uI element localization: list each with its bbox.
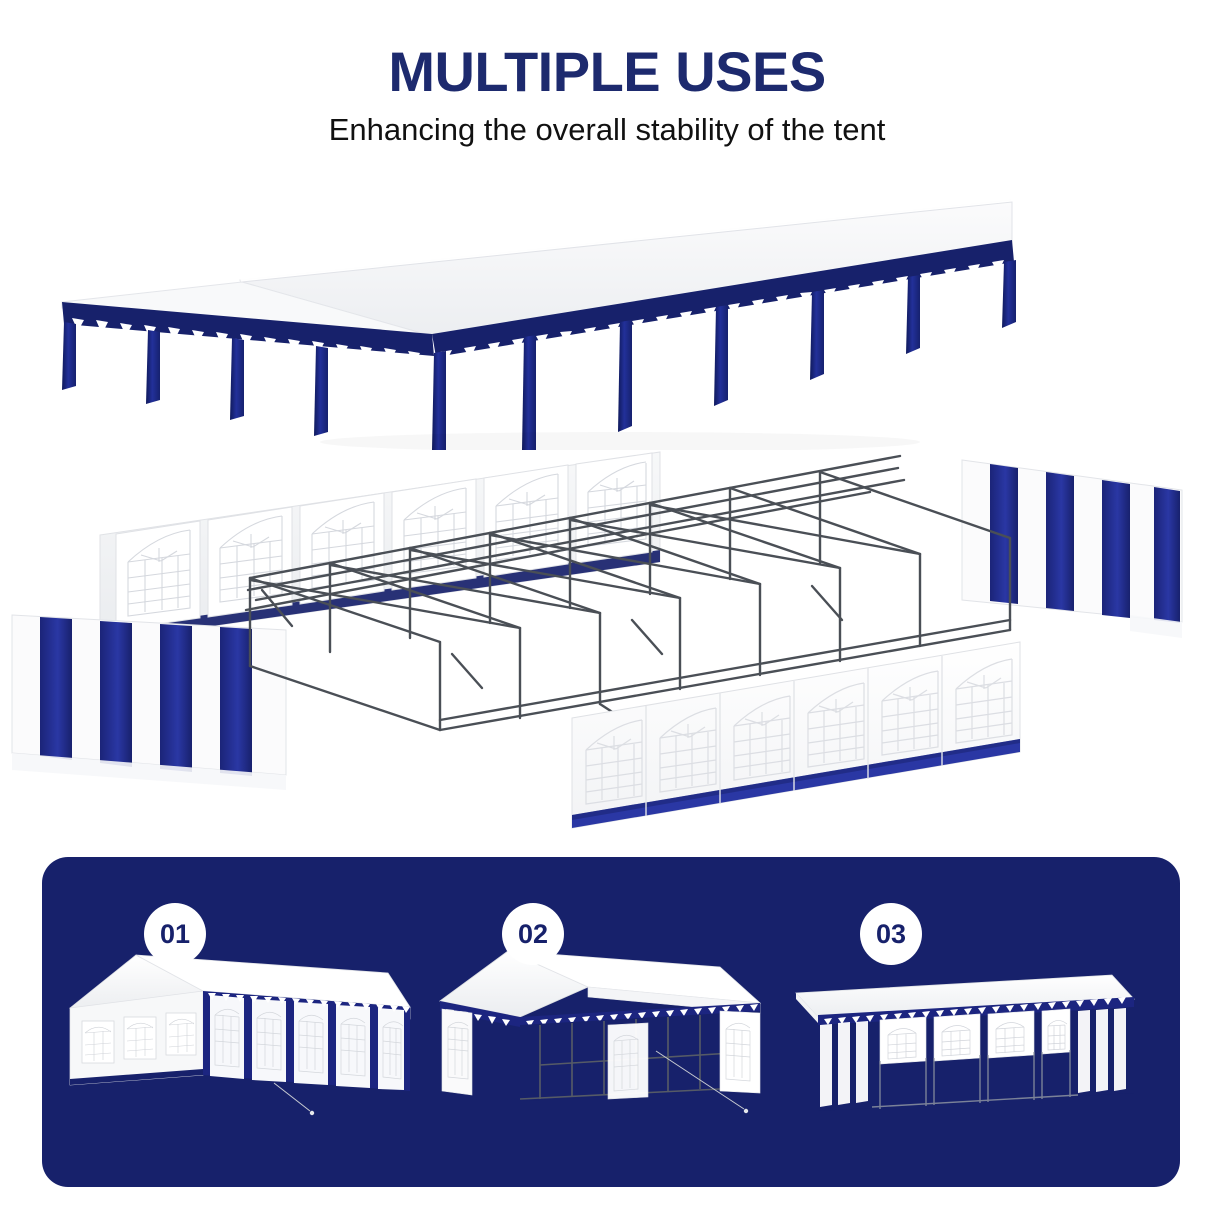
tent-side-elevation-art (782, 933, 1142, 1133)
sidewall-front (571, 641, 1021, 829)
steel-frame (244, 454, 1012, 732)
use-item-01[interactable]: 01 (58, 885, 418, 1135)
use-badge-01: 01 (144, 903, 206, 965)
use-01-svg (69, 954, 411, 1116)
sidewall-back (99, 451, 661, 643)
page-title: MULTIPLE USES (388, 40, 826, 103)
tent-fully-enclosed-art (58, 933, 418, 1133)
use-03-svg (795, 974, 1135, 1111)
use-03-window-panels (879, 1008, 1071, 1065)
tent-frame-illustration (0, 430, 1214, 835)
canopy-valance-right (432, 240, 1014, 362)
frame-svg (11, 451, 1183, 829)
canopy-leg-covers-right (432, 260, 1016, 450)
use-03-left-corner (820, 1021, 868, 1107)
uses-row: 01 (42, 857, 1180, 1187)
use-badge-02: 02 (502, 903, 564, 965)
tent-open-sides-art (420, 933, 780, 1133)
use-badge-03: 03 (860, 903, 922, 965)
uses-panel: 01 (42, 857, 1180, 1187)
tent-canopy-illustration (0, 150, 1214, 450)
use-item-03[interactable]: 03 (782, 885, 1142, 1135)
page-subtitle: Enhancing the overall stability of the t… (328, 112, 886, 147)
use-03-right-corner (1078, 1008, 1126, 1093)
canopy-leg-covers-left (62, 322, 328, 436)
endwall-striped-left (11, 614, 287, 790)
canopy-valance-left (62, 302, 434, 364)
use-02-svg (439, 950, 762, 1114)
header: MULTIPLE USES Enhancing the overall stab… (0, 0, 1214, 147)
endwall-striped-right (961, 459, 1183, 638)
use-item-02[interactable]: 02 (420, 885, 780, 1135)
canopy-svg (61, 198, 1016, 450)
